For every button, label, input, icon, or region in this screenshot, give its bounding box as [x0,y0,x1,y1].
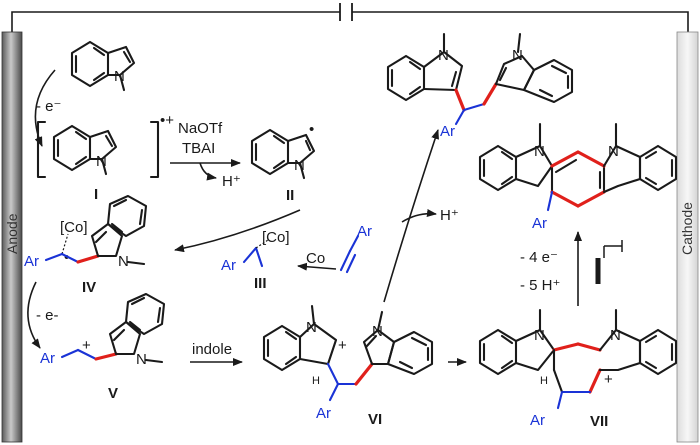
VII-plus: + [604,371,613,388]
indolyl-radical-II: N • II [250,121,316,204]
radical-cation-I: N •+ I [36,112,174,203]
cathode-label: Cathode [679,202,695,255]
VI-h: H [312,375,320,387]
alkyl-radical-IV: Ar [Co] • N IV [24,194,148,296]
III-co: [Co] [262,229,290,246]
bisindolyl-product: N Ar N [386,32,574,140]
indolocarbazole-product: N N Ar [478,122,678,232]
V-ar: Ar [40,350,55,367]
prod-ar: Ar [440,123,455,140]
start-n-atom: N [114,68,125,85]
VII-n-atom-2: N [610,327,621,344]
IV-radical: • [64,249,69,266]
bis-indole-cation-VI: N + H Ar N VI [262,304,434,428]
cyclized-cation-VII: N H Ar + N VII [478,308,678,430]
arrow-co-addition [297,262,337,271]
prod-n-atom-2: N [512,47,523,64]
V-n-atom: N [136,351,147,368]
reagent-h-plus-2: H⁺ [440,207,459,224]
I-charge: •+ [160,112,174,129]
electrolysis-symbol [595,240,623,284]
styrene-ar: Ar [357,223,372,240]
label-IV: IV [82,279,96,296]
arrow-oxidation-1 [34,69,56,147]
reagent-minus-5h: - 5 H⁺ [520,277,560,294]
VI-n-atom-2: N [372,323,383,340]
label-II: II [286,187,294,204]
n-methylindole-start: N [70,40,136,92]
IV-n-atom: N [118,253,129,270]
reagent-h-plus-1: H⁺ [222,173,241,190]
ic-n-atom-2: N [608,143,619,160]
arrow-oxidation-2 [27,281,41,349]
label-I: I [94,186,98,203]
IV-ar: Ar [24,253,39,270]
reagent-minus-e-1: - e⁻ [36,98,61,115]
styrene: Ar [339,223,372,274]
cathode-electrode [676,31,699,443]
cobalt-alkyl-III: Ar [Co] III [221,229,290,292]
label-VI: VI [368,411,382,428]
label-VII: VII [590,413,608,430]
arrow-proton-release [401,209,437,223]
prod-n-atom-1: N [438,47,449,64]
V-plus: + [82,337,91,354]
anode-label: Anode [4,213,20,254]
reagent-co: Co [306,250,325,267]
VII-n-atom-1: N [534,327,545,344]
VI-n-atom-1: N [306,319,317,336]
II-radical: • [309,121,314,138]
IV-co: [Co] [60,219,88,236]
reagent-indole: indole [192,341,232,358]
carbocation-V: Ar + N V [40,292,166,402]
anode-electrode [1,31,23,443]
reagent-minus-e-2: - e- [36,307,59,324]
arrow-proton-loss [199,162,217,181]
III-ar: Ar [221,257,236,274]
ic-ar: Ar [532,215,547,232]
II-n-atom: N [294,157,305,174]
VII-ar: Ar [530,412,545,429]
ic-n-atom-1: N [534,143,545,160]
reagent-tbai: TBAI [182,140,215,157]
VI-plus: + [338,337,347,354]
label-III: III [254,275,267,292]
reagent-naotf: NaOTf [178,120,223,137]
arrow-VI-to-product [383,129,439,303]
reagent-minus-4e: - 4 e⁻ [520,249,558,266]
VII-h: H [540,375,548,387]
I-n-atom: N [96,153,107,170]
label-V: V [108,385,118,402]
VI-ar: Ar [316,405,331,422]
circuit-wire [11,11,689,32]
arrow-II-to-IV [174,209,301,253]
